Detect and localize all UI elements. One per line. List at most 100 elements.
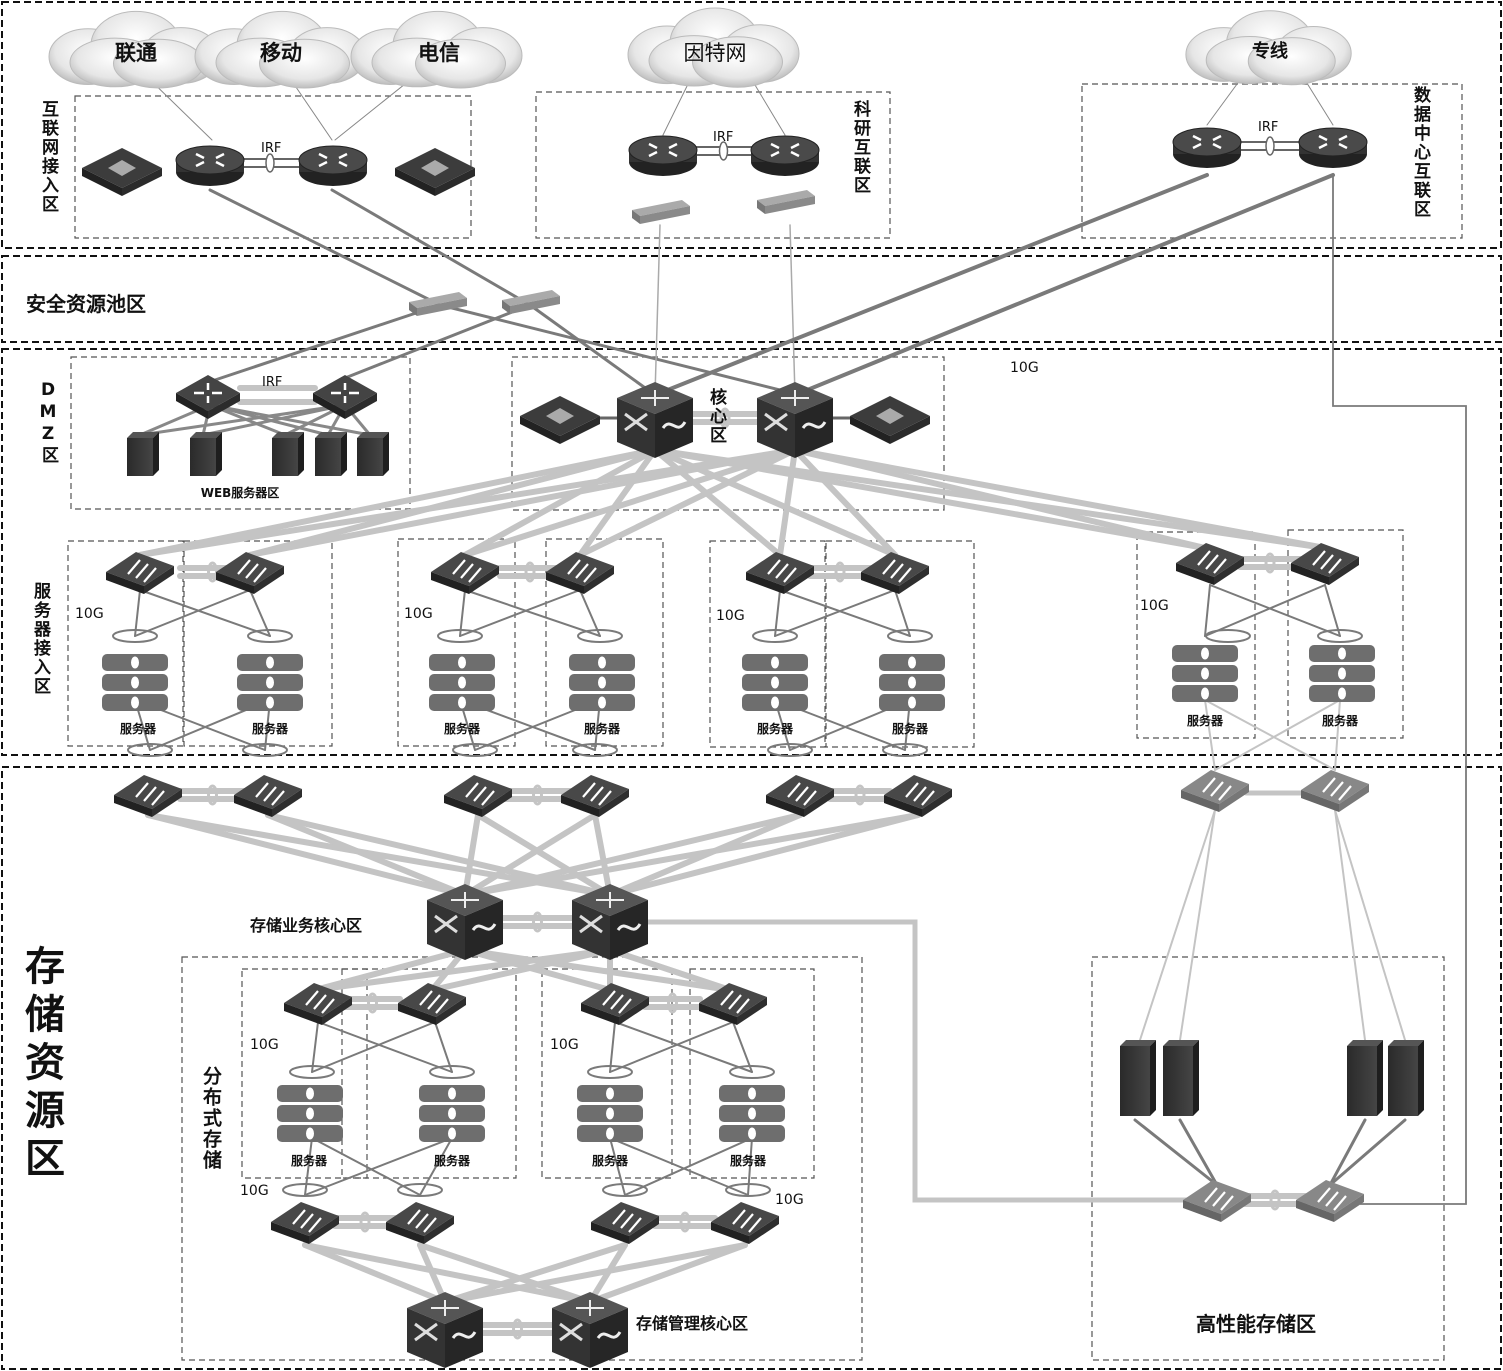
irf-bundle-icon (1265, 136, 1275, 156)
server-label: 服务器 (583, 722, 621, 736)
link (654, 224, 661, 396)
link (419, 1137, 453, 1196)
link (1139, 809, 1216, 1041)
link-aggregation-icon (602, 1183, 648, 1197)
speed-label-dist-3: 10G (240, 1183, 269, 1199)
zone-internet-access (74, 95, 472, 239)
link (208, 403, 372, 437)
speed-label-dist-4: 10G (775, 1192, 804, 1208)
link (614, 1021, 753, 1073)
link (265, 812, 468, 898)
security-pool-device-icon (502, 290, 560, 314)
link (652, 447, 783, 558)
link (592, 812, 613, 898)
link (459, 589, 466, 637)
irf-bundle-icon (532, 784, 543, 806)
storage-mgmt-core-switch-icon (552, 1292, 628, 1368)
security-pool-device-icon (409, 292, 467, 316)
access-switch-icon (1291, 543, 1359, 585)
storage-switch-icon (1183, 1180, 1251, 1222)
link (751, 79, 786, 136)
link (579, 589, 601, 637)
zone-label-dc-interconnect: 数据中心互联区 (1410, 86, 1430, 219)
link (792, 447, 898, 558)
zone-storage-pod (689, 968, 815, 1179)
link-to-hps (645, 919, 1190, 1203)
access-switch-icon (106, 552, 174, 594)
irf-label-dc: IRF (1258, 120, 1279, 135)
link (330, 188, 532, 307)
link-aggregation-icon (437, 629, 483, 643)
server-label: 服务器 (591, 1154, 629, 1168)
server-stack-icon (277, 1085, 343, 1142)
server-label: 服务器 (433, 1154, 471, 1168)
core-switch-icon (617, 382, 693, 458)
server-label: 服务器 (251, 722, 289, 736)
irf-bundle-icon (367, 992, 378, 1014)
access-switch-icon (861, 552, 929, 594)
zone-research-interconnect (535, 91, 891, 239)
web-server-icon (315, 432, 347, 476)
link (312, 947, 468, 993)
link (311, 1021, 436, 1073)
link (302, 1242, 593, 1305)
link (1324, 584, 1341, 637)
link (134, 589, 251, 637)
link (1204, 584, 1326, 637)
access-switch-icon (766, 775, 834, 817)
speed-label-access-3: 10G (716, 608, 745, 624)
link (464, 589, 601, 637)
link (774, 589, 896, 637)
link (247, 447, 798, 558)
storage-switch-icon (1296, 1180, 1364, 1222)
zone-server-pod (183, 540, 333, 747)
link-aggregation-icon (752, 629, 798, 643)
link (442, 1242, 748, 1305)
link-aggregation-icon (577, 629, 623, 643)
zone-label-web-servers: WEB服务器区 (200, 486, 280, 500)
link (1328, 1118, 1367, 1187)
speed-label-access-4: 10G (1140, 598, 1169, 614)
link-aggregation-icon (1317, 629, 1363, 643)
irf-bundle-icon (854, 784, 866, 806)
access-switch-icon (711, 1202, 779, 1244)
access-switch-icon (561, 775, 629, 817)
cloud-label-telecom: 电信 (418, 41, 460, 65)
irf-bundle-icon (359, 1211, 371, 1233)
irf-bundle-icon (667, 992, 678, 1014)
zone-dmz-server-band (1, 348, 1502, 756)
router-icon (1172, 127, 1242, 168)
link (138, 403, 347, 437)
link (528, 303, 657, 397)
server-stack-icon (1309, 645, 1375, 702)
link (134, 589, 141, 637)
link-aggregation-icon (1205, 629, 1251, 643)
zone-storage-resource (1, 766, 1502, 1370)
link-aggregation-icon (572, 743, 618, 757)
link (662, 79, 691, 136)
link (792, 447, 1328, 551)
storage-array-icon (1163, 1040, 1199, 1116)
router-icon (1298, 127, 1368, 168)
zone-server-pod (1136, 531, 1256, 739)
access-switch-icon (386, 1202, 454, 1244)
zone-label-storage-resource: 存储资源区 (18, 945, 64, 1185)
zone-label-dmz: DMZ区 (38, 380, 58, 465)
link (208, 188, 442, 307)
irf-bundle-icon (1269, 1189, 1281, 1211)
link (747, 1137, 753, 1196)
firewall-icon (850, 396, 930, 444)
server-stack-icon (719, 1085, 785, 1142)
server-stack-icon (742, 654, 808, 711)
zone-dc-interconnect (1081, 83, 1463, 239)
irf-bundle-icon (265, 153, 275, 173)
storage-mgmt-core-switch-icon (407, 1292, 483, 1368)
link (1133, 1118, 1219, 1187)
link (587, 1242, 748, 1305)
dmz-switch-icon (176, 375, 240, 419)
storage-array-icon (1388, 1040, 1424, 1116)
zone-label-distributed-storage: 分布式存储 (200, 1066, 222, 1171)
link-aggregation-icon (887, 629, 933, 643)
link-aggregation-icon (242, 743, 288, 757)
link (462, 812, 481, 898)
